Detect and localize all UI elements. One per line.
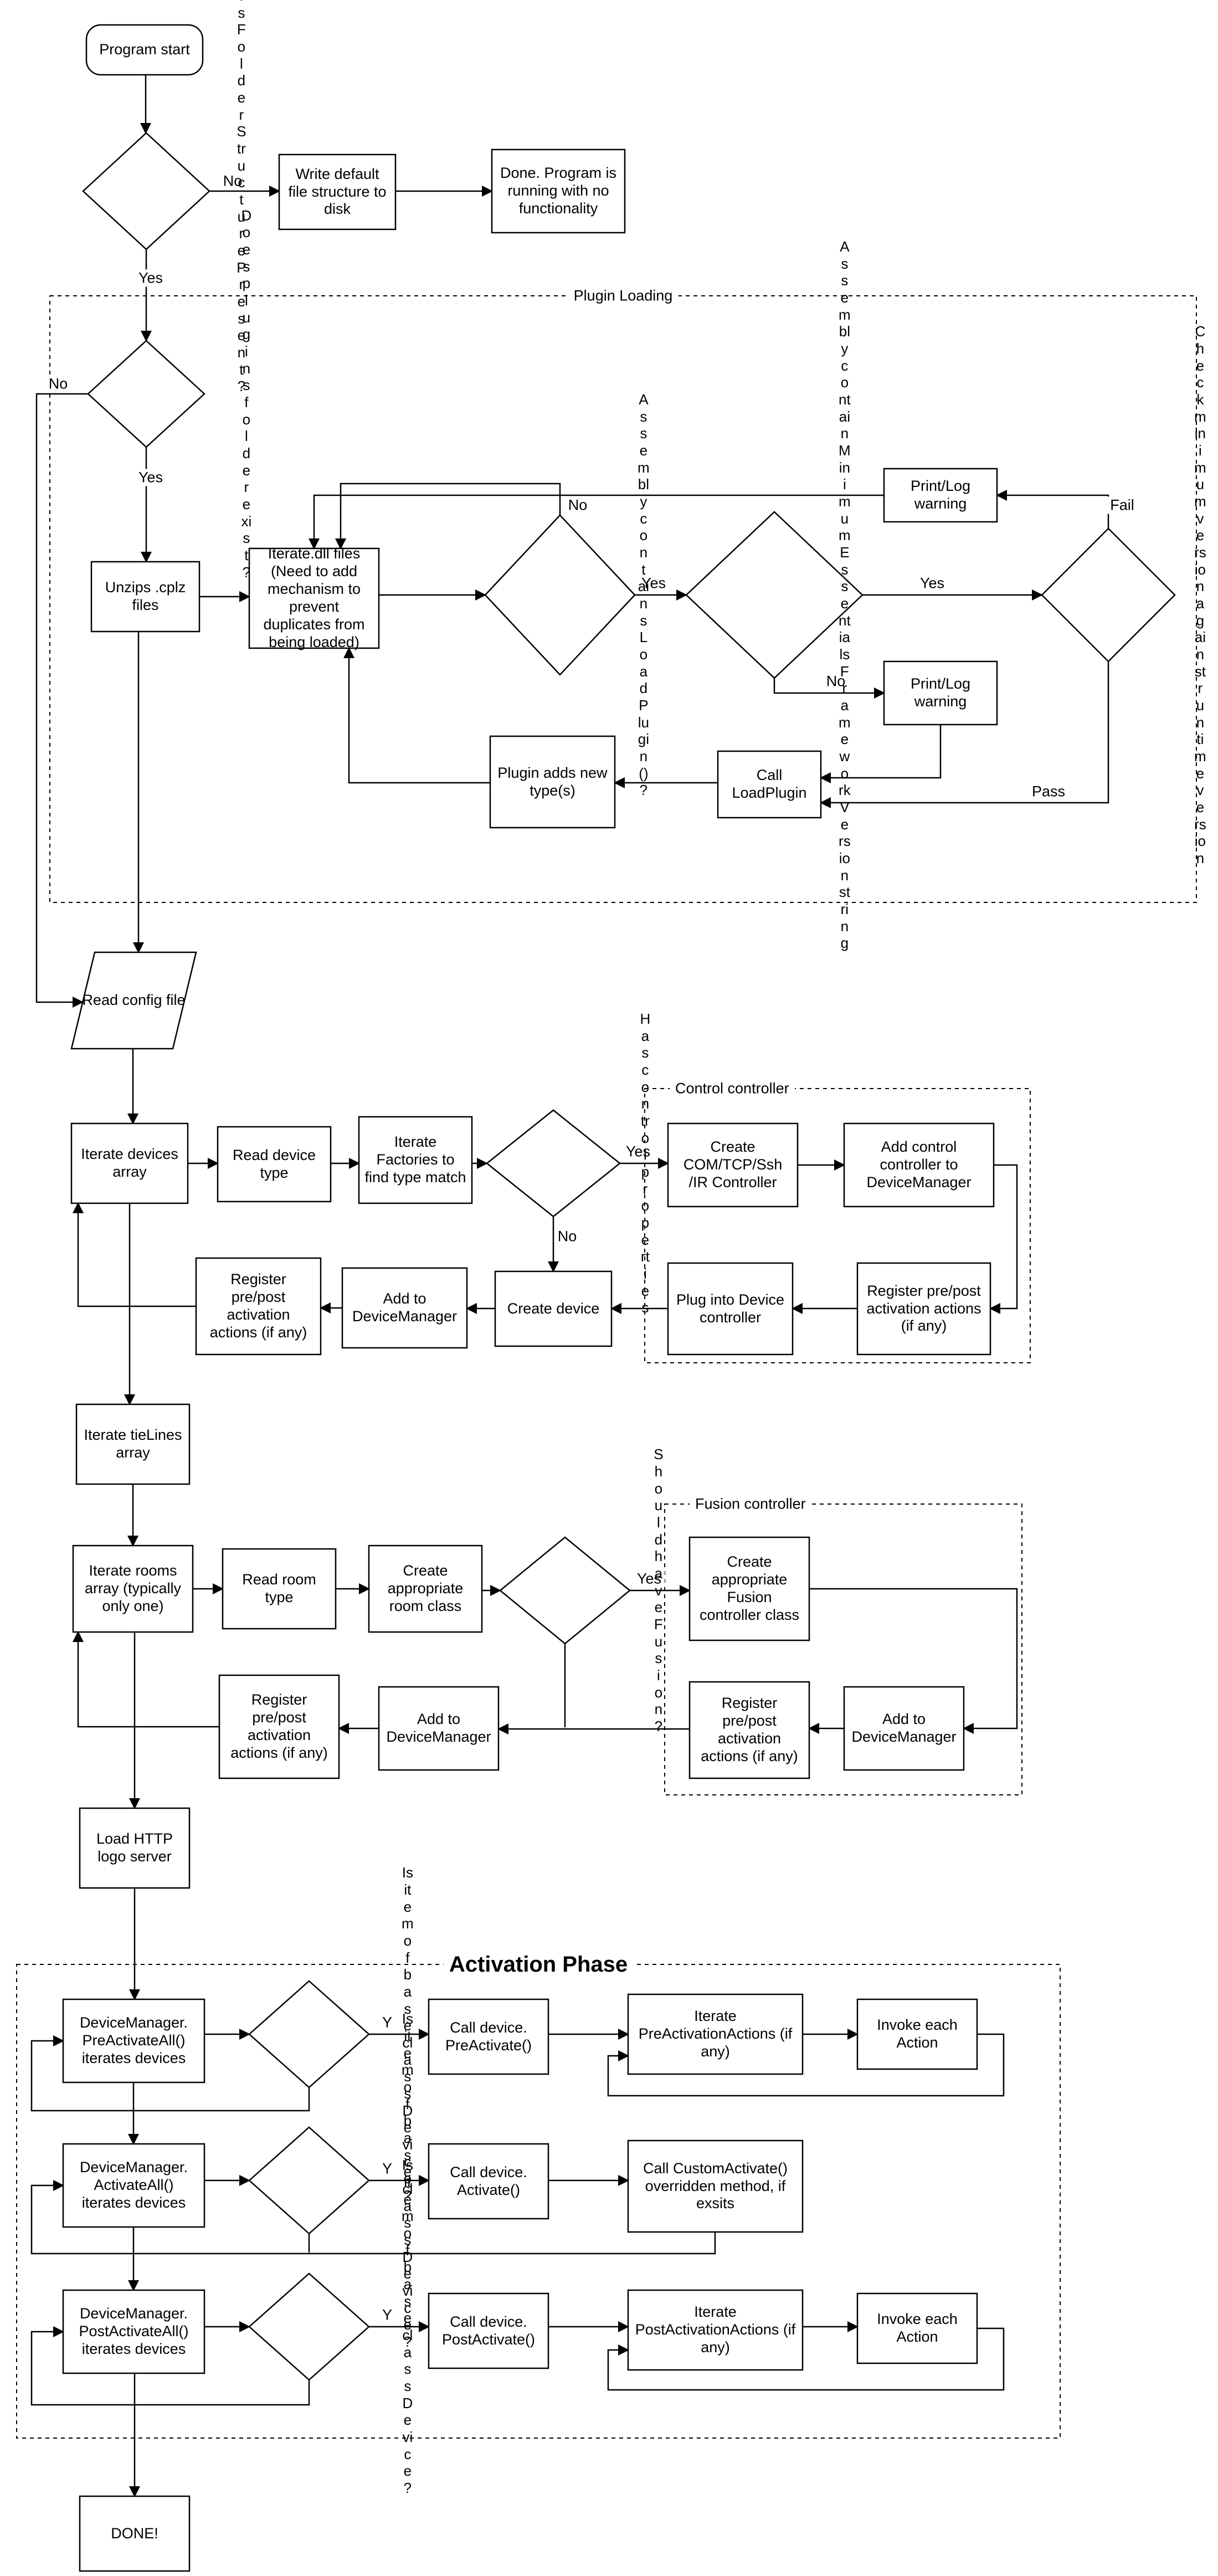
node-register-activation-actions-control-shape <box>856 1262 991 1356</box>
node-check-min-version-decision-shape <box>1041 527 1176 663</box>
node-read-room-type-shape <box>222 1548 337 1630</box>
node-is-base-device-decision-2-shape <box>248 2126 370 2235</box>
node-create-com-tcp-ssh-ir-controller-shape <box>667 1122 799 1208</box>
edge-checkver-pass <box>820 661 1109 808</box>
node-unzip-cplz-shape <box>90 561 201 633</box>
edge-checkver-fail <box>996 490 1109 528</box>
node-devicemanager-postactivateall-shape <box>62 2289 205 2374</box>
edge-row2-loop <box>30 2180 716 2255</box>
container-control-controller <box>644 1088 1031 1363</box>
node-plugin-adds-types-shape <box>489 735 616 829</box>
edge-minver-no <box>773 678 885 699</box>
edge-createfusion-to-adddmfusion <box>809 1588 1018 1734</box>
node-iterate-factories-shape <box>358 1116 473 1204</box>
edge-room-loop <box>73 1631 219 1728</box>
edge-warntop-to-iterdll <box>309 494 884 550</box>
node-folder-structure-decision-shape <box>82 132 210 250</box>
edge-row1-device-loop <box>30 2035 310 2112</box>
node-call-device-preactivate-shape <box>428 1998 549 2075</box>
edge-warnmid-to-callloadplugin <box>820 725 942 783</box>
node-done-no-functionality-shape <box>491 148 626 234</box>
node-iterate-preactivationactions-shape <box>627 1993 804 2075</box>
node-print-log-warning-top-shape <box>883 468 998 523</box>
node-assembly-loadplugin-decision-shape <box>484 514 636 676</box>
node-read-config-file-shape <box>70 951 197 1050</box>
node-program-start-shape <box>85 24 204 76</box>
node-call-customactivate-shape <box>627 2139 804 2233</box>
node-invoke-each-action-2-shape <box>856 2292 978 2364</box>
node-devicemanager-activateall-shape <box>62 2143 205 2228</box>
node-add-control-controller-devicemanager-shape <box>843 1122 995 1208</box>
node-call-device-postactivate-shape <box>428 2292 549 2369</box>
node-iterate-dll-files-shape <box>248 547 380 649</box>
node-is-base-device-decision-3-shape <box>248 2272 370 2381</box>
edge-plugins-no <box>35 393 88 1008</box>
edge-invoke2-loop <box>607 2327 1005 2391</box>
node-devicemanager-preactivateall-shape <box>62 1998 205 2084</box>
node-write-default-structure-shape <box>278 153 397 230</box>
node-iterate-postactivationactions-shape <box>627 2289 804 2371</box>
node-add-to-devicemanager-fusion-shape <box>843 1686 965 1771</box>
node-iterate-rooms-array-shape <box>72 1544 194 1633</box>
node-print-log-warning-mid-shape <box>883 660 998 726</box>
node-plugins-folder-decision-shape <box>87 340 205 448</box>
node-add-to-devicemanager-1-shape <box>341 1267 468 1349</box>
node-iterate-tielines-array-shape <box>75 1403 191 1485</box>
node-should-have-fusion-decision-shape <box>499 1536 631 1645</box>
container-fusion-controller <box>664 1503 1022 1795</box>
edge-device-loop <box>73 1202 196 1307</box>
node-is-base-device-decision-1-shape <box>248 1980 370 2088</box>
node-invoke-each-action-1-shape <box>856 1998 978 2070</box>
node-call-device-activate-shape <box>428 2143 549 2220</box>
node-assembly-minversion-decision-shape <box>685 511 864 679</box>
nodes-layer <box>62 24 1176 2572</box>
node-done-shape <box>79 2495 191 2572</box>
node-add-to-devicemanager-2-shape <box>378 1686 500 1771</box>
node-call-loadplugin-shape <box>717 750 822 819</box>
edges-layer <box>30 75 1109 2497</box>
node-create-room-class-shape <box>368 1544 483 1633</box>
node-register-activation-actions-room-shape <box>218 1674 340 1779</box>
node-iterate-devices-array-shape <box>70 1122 189 1204</box>
edge-invoke1-loop <box>607 2033 1005 2097</box>
edge-pluginadds-to-iterdll <box>343 647 490 784</box>
node-register-activation-actions-device-shape <box>195 1257 322 1356</box>
edge-addctrl-to-regctrl <box>989 1164 1018 1314</box>
container-plugin-loading <box>49 295 1197 903</box>
node-plug-into-device-controller-shape <box>667 1262 794 1356</box>
edge-row3-device-loop <box>30 2326 310 2406</box>
node-create-device-shape <box>494 1270 613 1347</box>
node-load-http-logo-server-shape <box>79 1807 191 1889</box>
node-create-fusion-controller-shape <box>688 1536 810 1641</box>
edge-loadplugin-no-loop <box>335 483 561 550</box>
node-read-device-type-shape <box>217 1126 332 1203</box>
node-register-activation-actions-fusion-shape <box>688 1681 810 1779</box>
node-has-control-properties-decision-shape <box>485 1109 621 1218</box>
